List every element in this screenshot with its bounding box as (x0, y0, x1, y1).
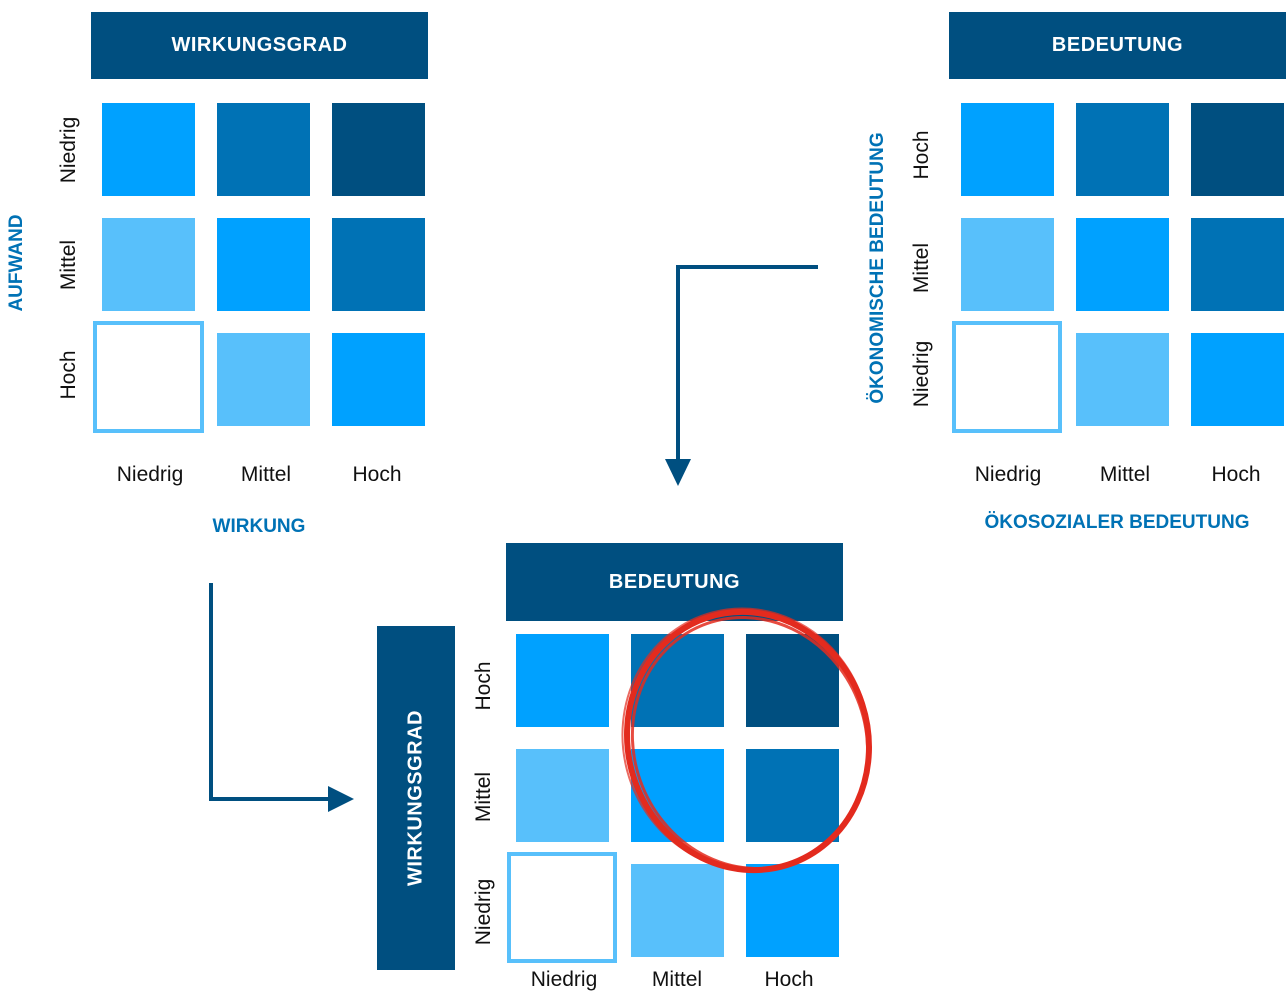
col-label-2: Mittel (651, 968, 703, 991)
cell-r2-c2 (217, 218, 310, 311)
cell-r3-c3 (1191, 333, 1284, 426)
col-label-2: Mittel (240, 463, 292, 486)
cell-r1-c1 (961, 103, 1054, 196)
header-wirkungsgrad: WIRKUNGSGRAD (91, 12, 428, 79)
side-banner-wirkungsgrad: WIRKUNGSGRAD (377, 626, 455, 970)
col-label-1: Niedrig (116, 463, 184, 486)
cell-r1-c3 (1191, 103, 1284, 196)
header-bedeutung-bottom: BEDEUTUNG (506, 543, 843, 621)
highlight-circle (621, 607, 872, 874)
col-label-2: Mittel (1099, 463, 1151, 486)
cell-r3-c2 (1076, 333, 1169, 426)
cell-r2-c1 (516, 749, 609, 842)
cell-r3-c2 (631, 864, 724, 957)
col-label-1: Niedrig (530, 968, 598, 991)
cell-r3-c2 (217, 333, 310, 426)
cell-r3-c3 (332, 333, 425, 426)
cell-r2-c3 (332, 218, 425, 311)
cell-r2-c1 (102, 218, 195, 311)
cell-r2-c2 (1076, 218, 1169, 311)
cell-r3-c1 (93, 321, 204, 433)
arrow-right (209, 583, 354, 812)
x-axis-title-wirkung: WIRKUNG (212, 516, 306, 537)
col-label-3: Hoch (1211, 463, 1261, 486)
cell-r2-c3 (1191, 218, 1284, 311)
cell-r3-c1 (507, 852, 617, 963)
cell-r1-c2 (631, 634, 724, 727)
cell-r1-c1 (102, 103, 195, 196)
col-label-3: Hoch (352, 463, 402, 486)
cell-r1-c2 (1076, 103, 1169, 196)
cell-r1-c1 (516, 634, 609, 727)
cell-r1-c3 (332, 103, 425, 196)
cell-r3-c3 (746, 864, 839, 957)
cell-r2-c3 (746, 749, 839, 842)
cell-r3-c1 (952, 321, 1062, 433)
cell-r2-c1 (961, 218, 1054, 311)
col-label-3: Hoch (764, 968, 814, 991)
x-axis-title-oekosozialer-bedeutung: ÖKOSOZIALER BEDEUTUNG (984, 512, 1250, 533)
col-label-1: Niedrig (974, 463, 1042, 486)
cell-r1-c2 (217, 103, 310, 196)
arrow-down (665, 265, 818, 486)
header-bedeutung-top: BEDEUTUNG (949, 12, 1286, 79)
